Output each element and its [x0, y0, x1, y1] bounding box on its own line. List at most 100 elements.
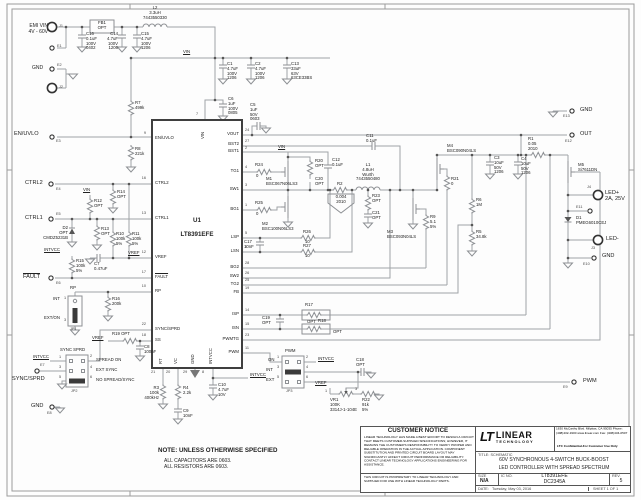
rev-label: REV. [612, 474, 621, 478]
turret-e7 [34, 368, 40, 374]
label-r26r: R26 [303, 229, 311, 234]
title-block: CUSTOMER NOTICE LINEAR TECHNOLOGY HAS MA… [360, 426, 631, 493]
pin-name-ctrl1: CTRL1 [155, 215, 169, 220]
ref-e5: E5 [56, 212, 61, 216]
jp3-n6: 6 [306, 375, 309, 379]
turret-e4 [48, 181, 54, 187]
schematic-title-2: LED CONTROLLER WITH SPREAD SPECTRUM [498, 465, 610, 471]
label-r3: R3 100k 400kHz [144, 385, 159, 400]
terminal-label-led-minus: LED- [606, 236, 619, 242]
net-label-vin-r12: VIN [83, 187, 91, 192]
turret-e13 [569, 108, 575, 114]
pin-name-vout: VOUT [227, 131, 239, 136]
turret-e1 [49, 45, 55, 51]
logo-brand: LINEAR [495, 429, 533, 440]
label-r9: R9 5.1 5% [430, 214, 437, 229]
label-c13: C13 33uF 63V 63CE33BS [291, 61, 313, 81]
ref-e3: E3 [56, 139, 61, 143]
pin-num: 28 [245, 261, 250, 265]
label-c1: C1 4.7uF 100V 1206 [227, 61, 238, 81]
jp2-title: SYNC SPRD [60, 347, 86, 352]
ic-number: LT8391EFE [541, 473, 568, 479]
pin-num: 21 [151, 370, 156, 374]
label-m4: M4 BSC090N04LS [447, 143, 477, 153]
label-c17: C17 10nF [244, 239, 254, 249]
pin-name-en-uvlo: EN/UVLO [155, 135, 174, 140]
pin-name-bg1: BG1 [230, 206, 239, 211]
terminal-label-sync-sprd: SYNC/SPRD [12, 376, 45, 382]
label-r24r: R24 [255, 162, 263, 167]
pin-num: 15 [245, 322, 250, 326]
pin-name-ss: SS [155, 337, 161, 342]
label-r27r: R27 [303, 243, 311, 248]
net-label-vin-m1: VIN [278, 144, 286, 149]
label-r6: R6 1M [476, 197, 482, 207]
schematic-title-1: 60V SYNCHRONOUS 4-SWITCH BUCK-BOOST [499, 457, 609, 463]
label-r2v: 0.004 2010 [335, 194, 347, 204]
label-r4: R4 2.2k [183, 385, 192, 395]
label-c11: C11 0.1uF [366, 133, 377, 143]
ref-j1: J1 [59, 24, 64, 28]
label-fb1: FB1 OPT [97, 20, 107, 30]
pin-num: 7 [196, 112, 199, 116]
terminal-label-out: OUT [580, 131, 592, 137]
pin-name-sync-sprd: SYNC/SPRD [155, 326, 181, 331]
diode-d1 [564, 217, 572, 222]
label-r18r: R18 [318, 318, 326, 323]
pin-num: 17 [141, 270, 146, 274]
ref-j3: J3 [591, 246, 596, 250]
turret-e6 [48, 275, 54, 281]
date-value: Tuesday, May 03, 2016 [492, 487, 532, 491]
jack-j3 [592, 234, 604, 246]
label-r12: R12 OPT [94, 198, 103, 208]
pin-num: 18 [141, 333, 146, 337]
pin-name-isn: ISN [231, 325, 239, 330]
pin-num: 1 [245, 203, 248, 207]
label-d2: D2 OPT CMDZ5231B [43, 225, 68, 240]
terminal-label-gnd-e8: GND [31, 403, 44, 409]
inductor-l2 [142, 23, 168, 28]
terminal-label-emi-vin: EMI VIN 4V - 60V [28, 23, 48, 35]
ref-e9: E9 [563, 385, 568, 389]
label-c6: C6 1uF 100V 0805 [228, 96, 239, 116]
pin-num: 25 [245, 278, 250, 282]
turret-e5 [48, 216, 54, 222]
pin-num: 10 [141, 284, 146, 288]
mosfet-m4 [436, 157, 445, 181]
pin-name-fault: FAULT [155, 274, 169, 279]
net-label-intvcc-pin8: INTVCC [250, 372, 266, 377]
label-m3: M3 BSC093N04LS [387, 229, 417, 239]
jp2-row1: SPREAD ON [96, 357, 122, 362]
jp2-intvcc: INTVCC [33, 354, 49, 359]
label-c3: C3 10uF 50V 1206 [494, 155, 504, 175]
pin-num: 24 [245, 128, 250, 132]
ref-e2: E2 [57, 63, 62, 67]
icno-label: IC NO. [501, 474, 513, 478]
component-symbols [55, 19, 576, 425]
label-c8: C8 100nF [144, 344, 157, 354]
label-c18: C18 OPT [356, 357, 365, 367]
jp3-n3: 3 [277, 365, 280, 369]
terminal-label-gnd-e10: GND [602, 253, 615, 259]
pin-num: 3 [245, 183, 248, 187]
vr1-pin1: 1 [325, 389, 328, 393]
pin-num: 27 [245, 139, 250, 143]
terminal-label-en-uvlo: EN/UVLO [14, 131, 39, 137]
logo-sub: TECHNOLOGY [495, 439, 534, 444]
pin-num: 22 [141, 322, 146, 326]
label-r24v: 0 [256, 173, 259, 178]
jp3-intvcc: INTVCC [318, 356, 334, 361]
jp1-ext-label: EXT/ON [44, 315, 60, 320]
jp3-n1: 1 [277, 355, 280, 359]
pin-name-gnd: GND [190, 354, 195, 364]
jumper-headers [65, 295, 305, 389]
pin-name-rp: RP [155, 288, 161, 293]
jp1-pin3: 3 [64, 318, 67, 322]
turret-e9 [571, 379, 577, 385]
gnd-pad-arrow [190, 370, 200, 378]
ic-u1-outline [151, 119, 243, 369]
ref-e12: E12 [565, 139, 572, 143]
ref-e6: E6 [56, 281, 61, 285]
jp3-shunt [285, 369, 301, 375]
